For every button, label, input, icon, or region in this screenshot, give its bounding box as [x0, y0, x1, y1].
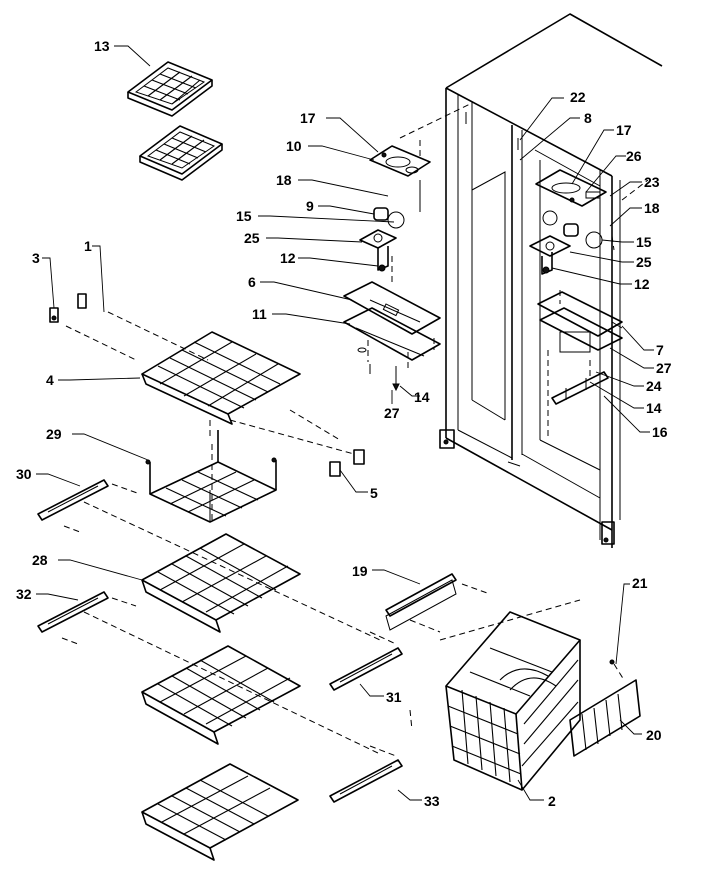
callout-9: 9: [306, 198, 314, 214]
callout-11: 11: [252, 306, 267, 322]
callout-labels: 13 17 10 18 9 15 25 12 6 11 1 3 4 29 30 …: [16, 38, 672, 809]
shelf-clip-5: [229, 419, 365, 477]
shelf-28: [83, 501, 381, 641]
callout-17-fridge: 17: [616, 122, 632, 138]
callout-13: 13: [94, 38, 110, 54]
freezer-light-assembly: [343, 103, 471, 392]
callout-25-fridge: 25: [636, 254, 652, 270]
callout-32: 32: [16, 586, 32, 602]
shelf-rail-30: [37, 479, 141, 533]
ice-tray-upper: [127, 61, 213, 117]
shelf-lower: [83, 611, 381, 755]
callout-24: 24: [646, 378, 662, 394]
shelf-rail-32: [37, 591, 137, 645]
shelf-rail-33: [329, 745, 403, 803]
wire-basket-29: [145, 430, 277, 524]
freezer-basket-2: [409, 599, 581, 791]
callout-25-freezer: 25: [244, 230, 260, 246]
callout-23: 23: [644, 174, 660, 190]
callout-17-freezer: 17: [300, 110, 316, 126]
callout-18-fridge: 18: [644, 200, 660, 216]
shelf-rail-31: [329, 631, 403, 691]
callout-18-freezer: 18: [276, 172, 292, 188]
callout-21: 21: [632, 575, 648, 591]
callout-4: 4: [46, 372, 54, 388]
callout-14-fridge: 14: [646, 400, 662, 416]
callout-12-freezer: 12: [280, 250, 296, 266]
callout-31: 31: [386, 689, 402, 705]
callout-8: 8: [584, 110, 592, 126]
leader-lines: [36, 45, 654, 801]
refrigerator-cabinet: [439, 13, 663, 548]
callout-30: 30: [16, 466, 32, 482]
callout-7: 7: [656, 342, 664, 358]
callout-29: 29: [46, 426, 62, 442]
callout-19: 19: [352, 563, 368, 579]
callout-22: 22: [570, 89, 586, 105]
callout-27-fridge: 27: [656, 360, 672, 376]
callout-28: 28: [32, 552, 48, 568]
slide-rail-19: [385, 573, 491, 633]
callout-15-freezer: 15: [236, 208, 252, 224]
shelf-bottom: [141, 763, 299, 861]
callout-12-fridge: 12: [634, 276, 650, 292]
callout-16: 16: [652, 424, 668, 440]
ice-tray-lower: [139, 125, 223, 181]
callout-2: 2: [548, 793, 556, 809]
callout-15-fridge: 15: [636, 234, 652, 250]
callout-14-freezer: 14: [414, 389, 430, 405]
callout-6: 6: [248, 274, 256, 290]
callout-27-freezer: 27: [384, 405, 400, 421]
callout-33: 33: [424, 793, 440, 809]
callout-5: 5: [370, 485, 378, 501]
callout-10: 10: [286, 138, 302, 154]
fridge-light-assembly: [529, 169, 649, 440]
callout-26: 26: [626, 148, 642, 164]
shelf-4: [65, 311, 341, 441]
shelf-clip-3: [49, 293, 87, 323]
callout-1: 1: [84, 238, 92, 254]
basket-front-20: [569, 659, 641, 757]
callout-20: 20: [646, 727, 662, 743]
callout-3: 3: [32, 250, 40, 266]
